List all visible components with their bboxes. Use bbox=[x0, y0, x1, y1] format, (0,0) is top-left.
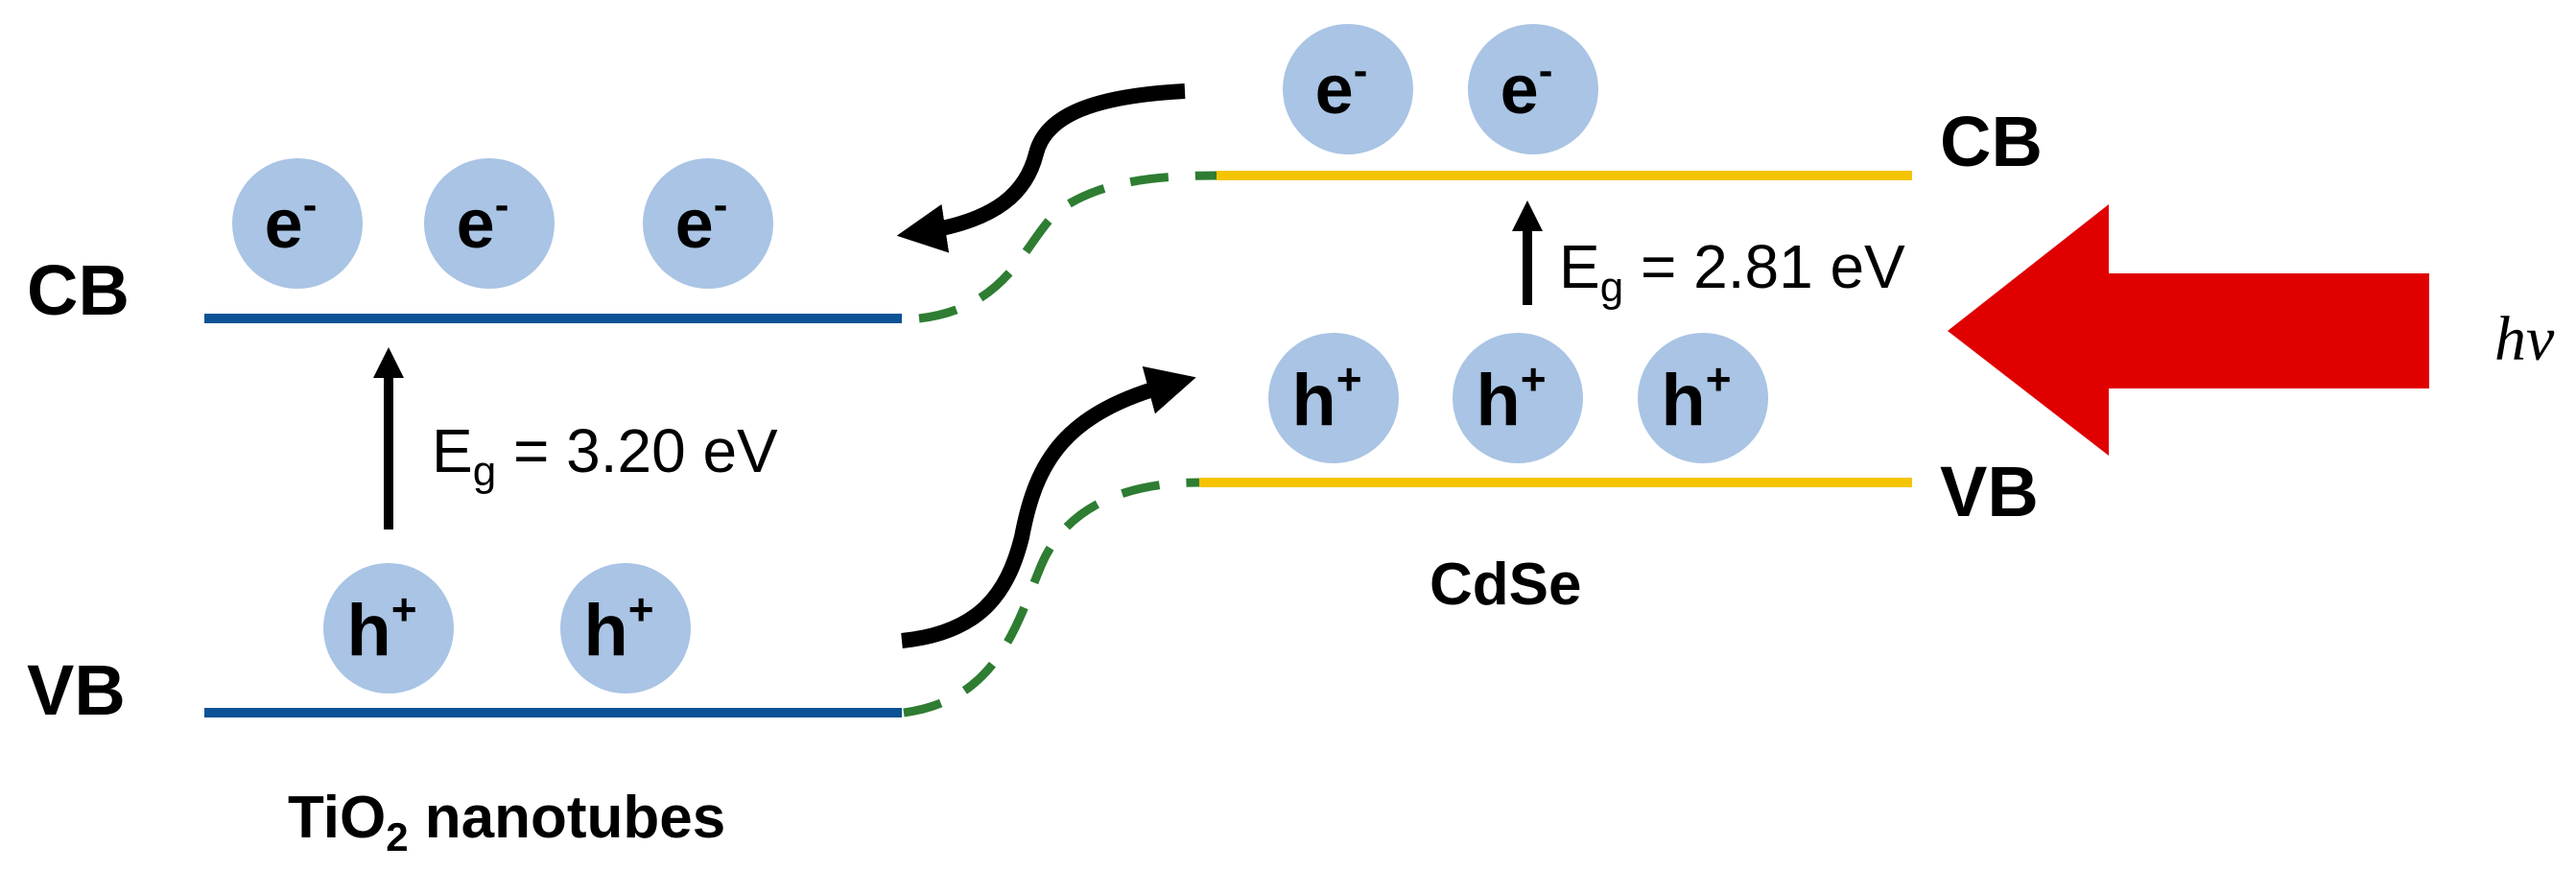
svg-text:h+: h+ bbox=[1661, 354, 1731, 441]
tio2-electron: e- bbox=[424, 158, 555, 289]
svg-text:h+: h+ bbox=[1291, 354, 1361, 441]
cdse-cb-label: CB bbox=[1940, 102, 2043, 181]
cdse-electron: e- bbox=[1468, 24, 1598, 154]
tio2-cb-label: CB bbox=[27, 250, 130, 330]
tio2-hole: h+ bbox=[560, 563, 691, 694]
svg-text:h+: h+ bbox=[1476, 354, 1546, 441]
electron-transfer-arrow bbox=[896, 83, 1186, 253]
tio2-vb-label: VB bbox=[27, 650, 126, 730]
tio2-electron: e- bbox=[643, 158, 773, 289]
hole-transfer-arrow bbox=[901, 365, 1196, 648]
cdse-vb-label: VB bbox=[1940, 452, 2039, 531]
cdse-electron: e- bbox=[1283, 24, 1413, 154]
cb-connector bbox=[918, 171, 1217, 323]
cdse-hole: h+ bbox=[1638, 333, 1768, 463]
svg-text:h+: h+ bbox=[346, 584, 416, 671]
light-label: hv bbox=[2494, 304, 2555, 374]
svg-text:e-: e- bbox=[265, 181, 318, 263]
light-arrow bbox=[1948, 204, 2429, 456]
svg-text:e-: e- bbox=[457, 181, 509, 263]
cdse-hole: h+ bbox=[1268, 333, 1399, 463]
vb-connector bbox=[903, 478, 1200, 717]
cdse-material-label: CdSe bbox=[1430, 552, 1581, 618]
svg-text:e-: e- bbox=[1501, 47, 1553, 129]
tio2-material-label: TiO2 nanotubes bbox=[288, 785, 725, 859]
svg-text:e-: e- bbox=[675, 181, 728, 263]
tio2-hole: h+ bbox=[323, 563, 454, 694]
svg-text:e-: e- bbox=[1315, 47, 1368, 129]
tio2-gap-label: Eg = 3.20 eV bbox=[432, 416, 778, 495]
cdse-gap-label: Eg = 2.81 eV bbox=[1559, 232, 1905, 311]
cdse-hole: h+ bbox=[1453, 333, 1583, 463]
svg-text:h+: h+ bbox=[583, 584, 653, 671]
tio2-electron: e- bbox=[232, 158, 363, 289]
